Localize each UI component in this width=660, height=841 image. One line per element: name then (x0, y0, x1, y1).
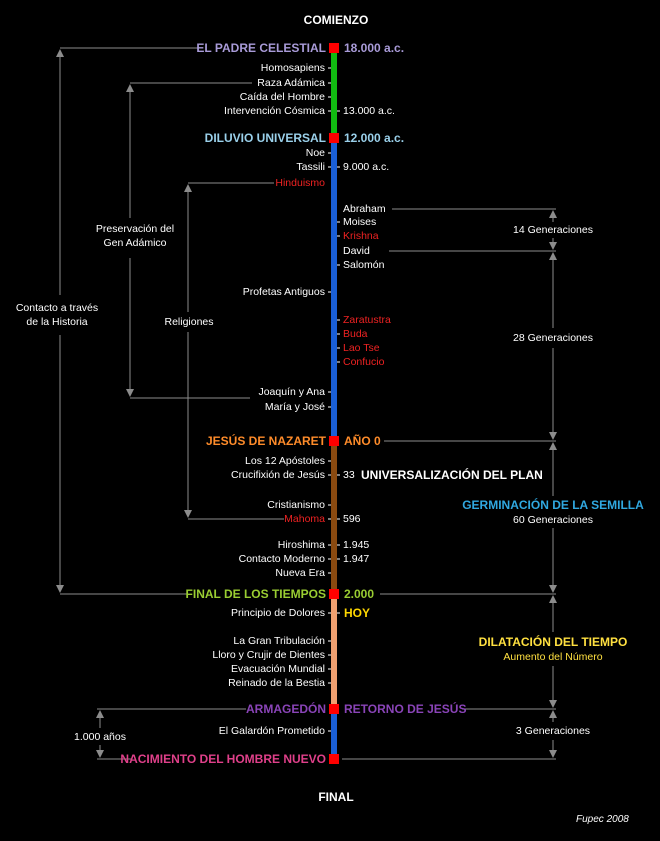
span-mil-anos: 1.000 años (74, 731, 126, 743)
milestone-final-tiempos: FINAL DE LOS TIEMPOS (185, 587, 326, 601)
event-laotse: Lao Tse (343, 342, 380, 354)
event-zaratustra: Zaratustra (343, 314, 391, 326)
arrow-down (549, 585, 557, 593)
arrow-up (184, 184, 192, 192)
arrow-up (549, 210, 557, 218)
event-maria: María y José (264, 401, 325, 413)
event-caida: Caída del Hombre (239, 91, 325, 103)
event-homosapiens: Homosapiens (260, 62, 325, 74)
event-tassili: Tassili (296, 161, 325, 173)
milestone-diluvio-date: 12.000 a.c. (344, 131, 405, 145)
event-moises: Moises (343, 216, 377, 228)
event-13000: 13.000 a.c. (343, 105, 395, 117)
milestone-jesus-date: AÑO 0 (344, 434, 381, 448)
arrow-up (549, 252, 557, 260)
end-label: FINAL (318, 790, 354, 804)
milestone-marker (329, 436, 339, 446)
milestone-marker (329, 43, 339, 53)
milestone-nacimiento: NACIMIENTO DEL HOMBRE NUEVO (120, 752, 326, 766)
event-mahoma: Mahoma (284, 513, 325, 525)
event-krishna: Krishna (343, 230, 379, 242)
span-preservacion-line2: Gen Adámico (103, 237, 167, 249)
event-intervencion: Intervención Cósmica (224, 105, 325, 117)
milestone-diluvio: DILUVIO UNIVERSAL (204, 131, 326, 145)
span-aumento: Aumento del Número (503, 651, 603, 663)
start-label: COMIENZO (303, 13, 369, 27)
event-1945: 1.945 (343, 539, 370, 551)
arrow-up (549, 595, 557, 603)
event-contacto-moderno: Contacto Moderno (238, 553, 325, 565)
event-principio-dolores: Principio de Dolores (231, 607, 325, 619)
arrow-down (549, 700, 557, 708)
arrow-down (96, 750, 104, 758)
segment-salmon (331, 594, 337, 709)
event-joaquin: Joaquín y Ana (258, 386, 325, 398)
event-david: David (343, 245, 370, 257)
arrow-down (126, 389, 134, 397)
event-hiroshima: Hiroshima (277, 539, 325, 551)
event-hoy: HOY (344, 606, 371, 620)
credit-label: Fupec 2008 (576, 814, 629, 825)
milestone-marker (329, 589, 339, 599)
event-lloro: Lloro y Crujir de Dientes (212, 649, 325, 661)
arrow-up (549, 710, 557, 718)
event-9000: 9.000 a.c. (343, 161, 390, 173)
segment-green (331, 48, 337, 138)
event-profetas: Profetas Antiguos (242, 286, 325, 298)
milestone-marker (329, 133, 339, 143)
segment-brown (331, 441, 337, 594)
arrow-up (549, 442, 557, 450)
segment-blue-end (331, 709, 337, 759)
event-nueva-era: Nueva Era (275, 567, 325, 579)
span-14-generaciones: 14 Generaciones (513, 224, 593, 236)
arrow-up (56, 49, 64, 57)
arrow-down (549, 432, 557, 440)
segment-blue (331, 138, 337, 441)
event-596: 596 (343, 513, 361, 525)
milestone-retorno: RETORNO DE JESÚS (344, 702, 467, 716)
event-galardon: El Galardón Prometido (218, 725, 325, 737)
span-contacto-line1: Contacto a través (15, 302, 99, 314)
arrow-down (549, 242, 557, 250)
span-60-generaciones: 60 Generaciones (513, 514, 593, 526)
arrow-down (56, 585, 64, 593)
event-evacuacion: Evacuación Mundial (231, 663, 325, 675)
span-28-generaciones: 28 Generaciones (513, 332, 593, 344)
event-abraham: Abraham (343, 203, 386, 215)
milestone-jesus: JESÚS DE NAZARET (205, 434, 326, 448)
milestone-final-tiempos-date: 2.000 (344, 587, 375, 601)
milestone-marker (329, 704, 339, 714)
span-dilatacion: DILATACIÓN DEL TIEMPO (478, 635, 628, 649)
event-salomon: Salomón (343, 259, 385, 271)
span-3-generaciones: 3 Generaciones (515, 725, 591, 737)
event-cristianismo: Cristianismo (267, 499, 325, 511)
milestone-padre-date: 18.000 a.c. (344, 41, 405, 55)
event-universalizacion: UNIVERSALIZACIÓN DEL PLAN (361, 468, 543, 482)
span-religiones: Religiones (164, 316, 214, 328)
event-raza-adamica: Raza Adámica (257, 77, 325, 89)
milestone-marker (329, 754, 339, 764)
event-crucifixion: Crucifixión de Jesús (231, 469, 325, 481)
event-33: 33 (343, 469, 355, 481)
span-preservacion-line1: Preservación del (95, 223, 175, 235)
span-contacto-line2: de la Historia (26, 316, 88, 328)
event-1947: 1.947 (343, 553, 370, 565)
event-apostoles: Los 12 Apóstoles (245, 455, 325, 467)
arrow-down (184, 510, 192, 518)
arrow-down (549, 750, 557, 758)
event-reinado: Reinado de la Bestia (228, 677, 325, 689)
event-noe: Noe (305, 147, 325, 159)
arrow-up (126, 84, 134, 92)
event-hinduismo: Hinduismo (275, 177, 325, 189)
arrow-up (96, 710, 104, 718)
event-confucio: Confucio (343, 356, 385, 368)
milestone-armagedon: ARMAGEDÓN (246, 702, 326, 716)
event-buda: Buda (343, 328, 368, 340)
span-germinacion: GERMINACIÓN DE LA SEMILLA (462, 498, 644, 512)
event-gran-tribulacion: La Gran Tribulación (233, 635, 325, 647)
milestone-padre: EL PADRE CELESTIAL (196, 41, 326, 55)
